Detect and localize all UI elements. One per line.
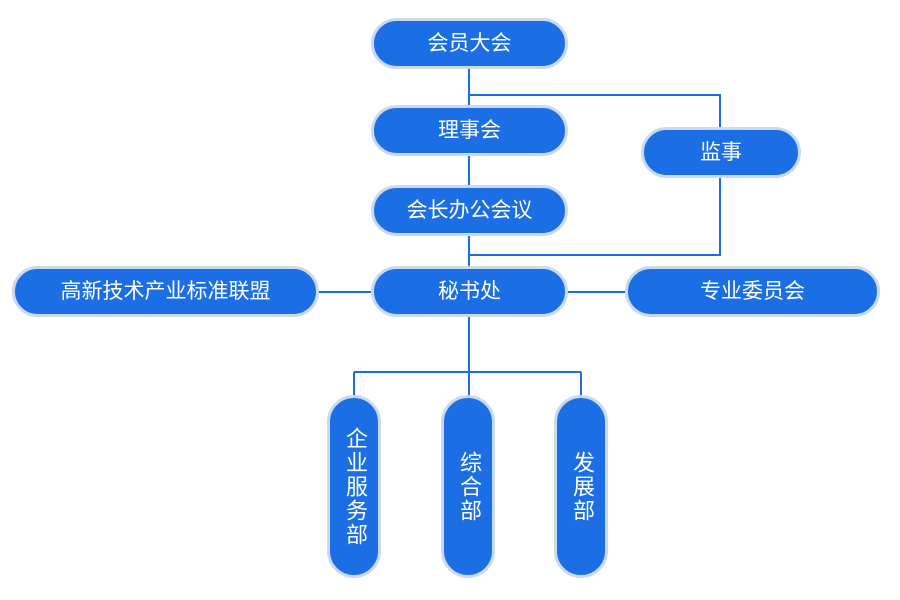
council-node: 理事会 <box>371 105 568 156</box>
secretariat-node: 秘书处 <box>371 266 568 317</box>
development-dept-node: 发展部 <box>554 395 608 578</box>
supervisor-node: 监事 <box>641 127 801 178</box>
general-dept-node: 综合部 <box>441 395 495 578</box>
enterprise-service-dept-node: 企业服务部 <box>327 395 381 578</box>
general-assembly-node: 会员大会 <box>371 18 568 69</box>
alliance-node: 高新技术产业标准联盟 <box>12 266 319 317</box>
connector-supervisor-lower <box>469 178 721 256</box>
president-office-meeting-node: 会长办公会议 <box>371 185 568 236</box>
committee-node: 专业委员会 <box>625 266 880 317</box>
connector-supervisor-upper <box>469 94 721 128</box>
